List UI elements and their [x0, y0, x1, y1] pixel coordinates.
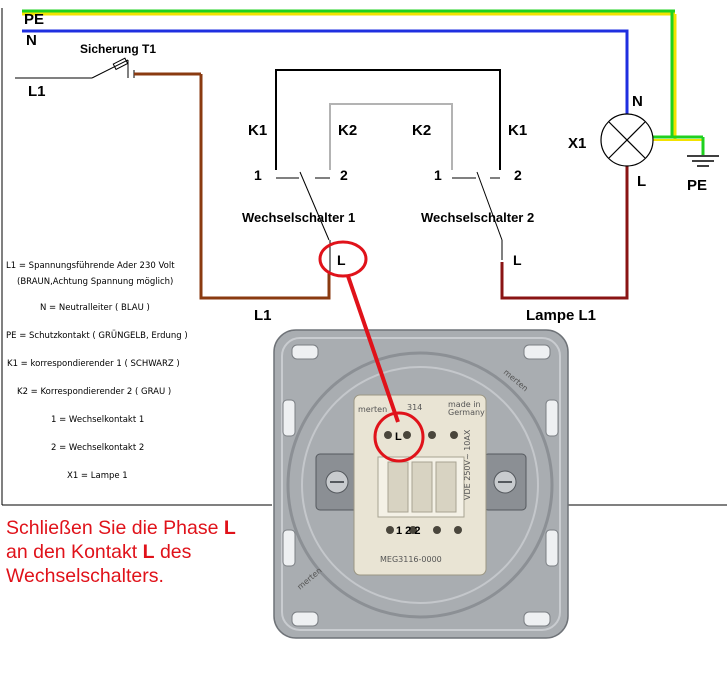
l1-label: L1 [28, 83, 46, 100]
device-made-in-1: made in [448, 400, 481, 409]
instruction-line2-bold: L [142, 541, 155, 563]
switch2-l-label: L [513, 252, 522, 268]
legend-line-3: N = Neutralleiter ( BLAU ) [40, 303, 150, 313]
instruction-line3-text: Wechselschalters. [6, 565, 164, 587]
traveler-k2 [329, 103, 453, 170]
traveler-k1 [275, 69, 501, 170]
highlight-connection [318, 240, 425, 463]
device-terminals-bottom: 1 2 2 [396, 525, 420, 537]
legend-line-9: X1 = Lampe 1 [67, 471, 128, 481]
ground-pe-label: PE [687, 177, 707, 194]
lamp-ref-label: X1 [568, 135, 586, 152]
phase-supply-wire [15, 57, 331, 300]
ground-icon [687, 155, 719, 167]
bottom-l1-label: L1 [254, 307, 272, 324]
switch2-contact1-label: 1 [434, 167, 442, 183]
legend-line-1: L1 = Spannungsführende Ader 230 Volt [6, 261, 175, 271]
lamp-phase-wire [500, 166, 629, 300]
switch2-name: Wechselschalter 2 [421, 210, 534, 225]
highlight-circle-diagram [318, 240, 368, 278]
switch2-k2-label: K2 [412, 122, 431, 139]
lamp-l-label: L [637, 173, 646, 190]
highlight-arrow-line [346, 275, 400, 423]
instruction-line2-text: an den Kontakt [6, 541, 143, 563]
highlight-circle-device [373, 411, 425, 463]
legend: L1 = Spannungsführende Ader 230 Volt (BR… [6, 261, 188, 481]
switch1-k2-label: K2 [338, 122, 357, 139]
legend-line-2: (BRAUN,Achtung Spannung möglich) [17, 277, 173, 287]
switch1-contact1-label: 1 [254, 167, 262, 183]
switch1-k1-label: K1 [248, 122, 267, 139]
legend-line-4: PE = Schutzkontakt ( GRÜNGELB, Erdung ) [6, 330, 188, 341]
fuse-label: Sicherung T1 [80, 42, 156, 56]
device-brand-top: merten [358, 405, 387, 414]
instruction-line1-bold: L [223, 517, 236, 539]
legend-line-8: 2 = Wechselkontakt 2 [51, 443, 144, 453]
pe-label: PE [24, 11, 44, 28]
device-terminal-l: L [395, 431, 402, 443]
device-made-in-2: Germany [448, 408, 485, 417]
legend-line-7: 1 = Wechselkontakt 1 [51, 415, 144, 425]
instruction-line2-end: des [154, 541, 192, 563]
device-part-number: MEG3116-0000 [380, 555, 442, 564]
lamp-icon [600, 113, 654, 167]
switch1-contact2-label: 2 [340, 167, 348, 183]
switch1-l-label: L [337, 252, 346, 268]
n-label: N [26, 32, 37, 49]
fuse-icon [112, 57, 129, 71]
legend-line-5: K1 = korrespondierender 1 ( SCHWARZ ) [7, 359, 180, 369]
switch1-name: Wechselschalter 1 [242, 210, 355, 225]
pe-wire [22, 9, 705, 155]
switch-insert-device: merten 314 made in Germany L 1 2 2 MEG31… [273, 329, 569, 639]
switch2-k1-label: K1 [508, 122, 527, 139]
device-side-code: VDE 250V~ 10AX [463, 429, 472, 500]
switch2-contact2-label: 2 [514, 167, 522, 183]
legend-line-6: K2 = Korrespondierender 2 ( GRAU ) [17, 387, 171, 397]
device-model: 314 [407, 403, 422, 412]
instruction-line1-text: Schließen Sie die Phase [6, 517, 224, 539]
lamp-n-label: N [632, 93, 643, 110]
switch2-contacts [452, 171, 503, 260]
bottom-lamp-l1-label: Lampe L1 [526, 307, 596, 324]
neutral-wire [22, 29, 629, 118]
